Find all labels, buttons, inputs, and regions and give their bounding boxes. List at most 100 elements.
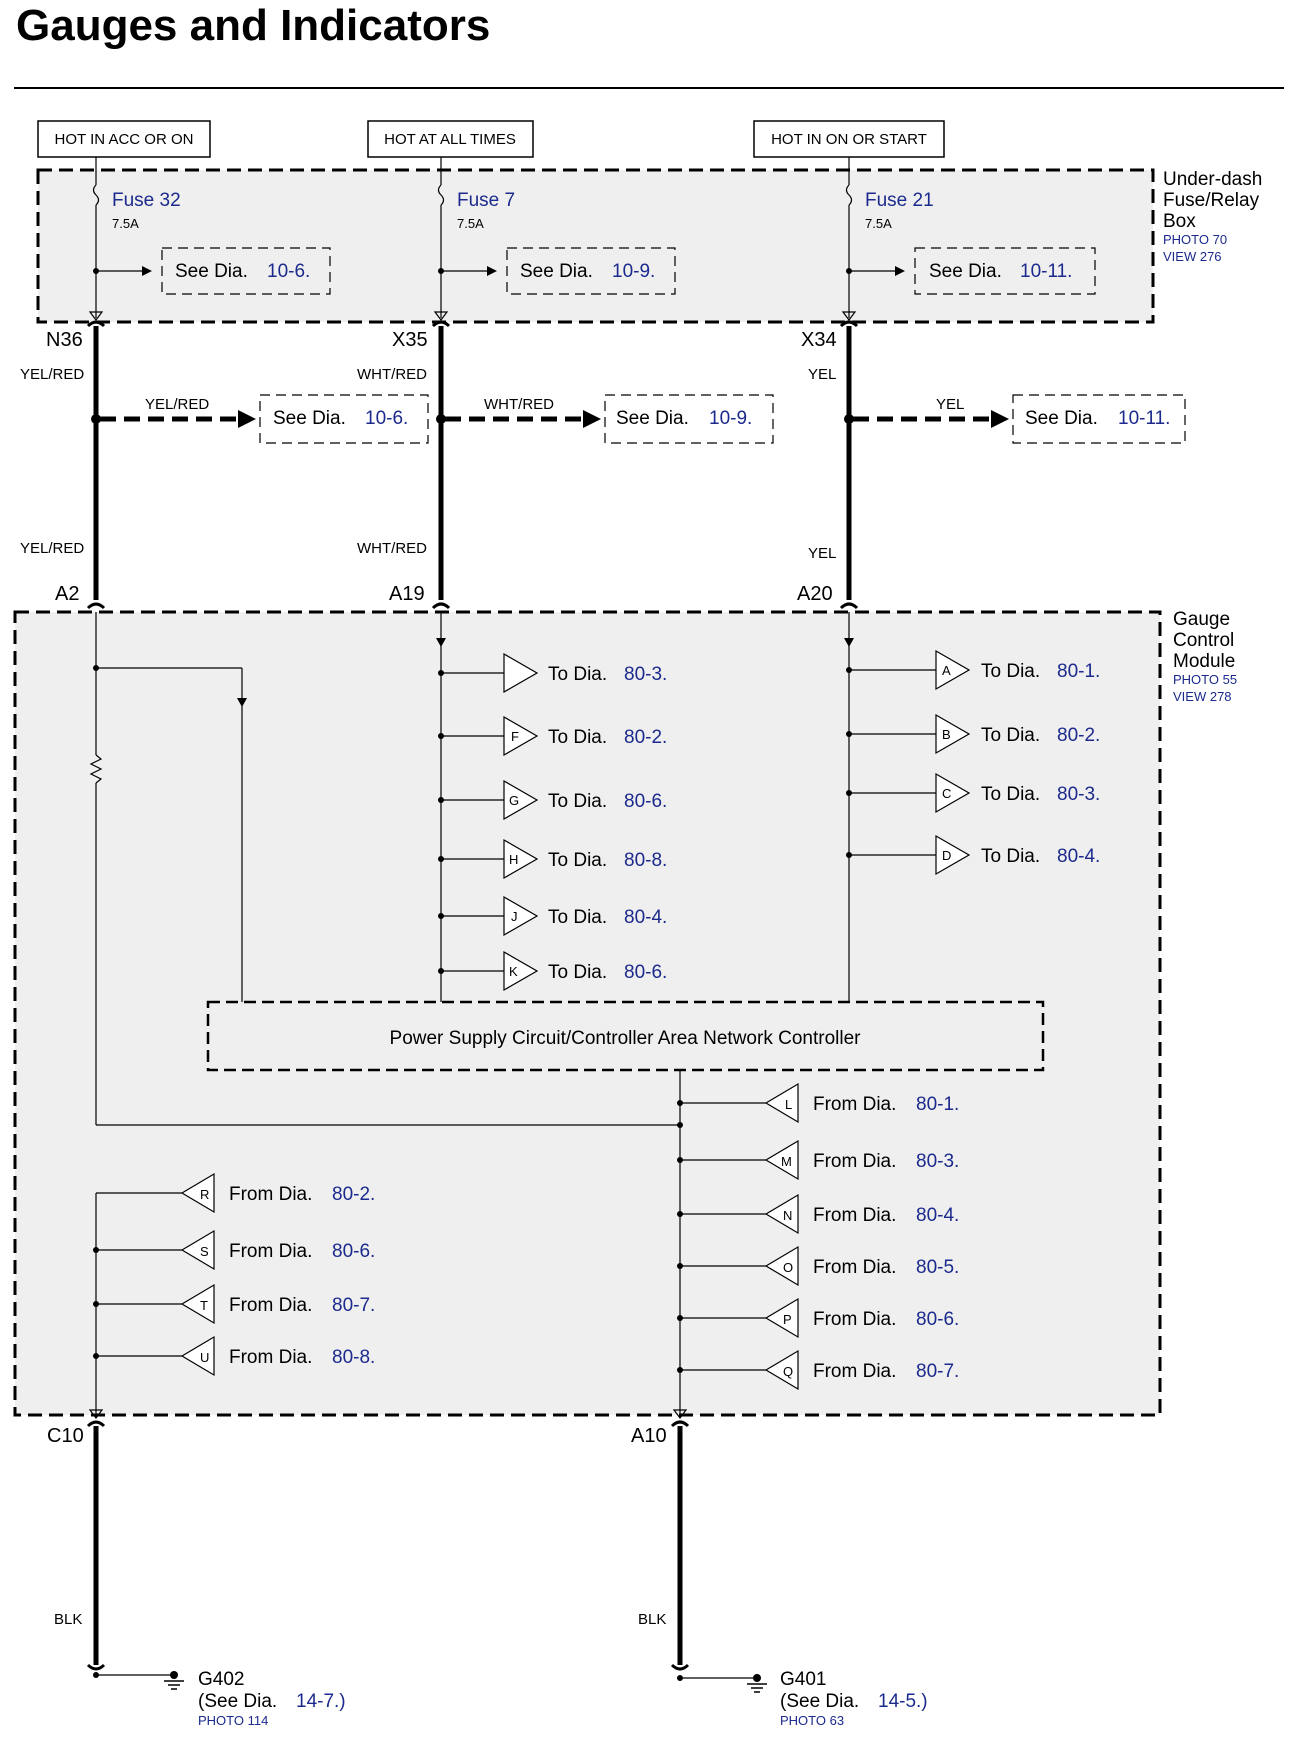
svg-text:D: D — [942, 848, 951, 863]
svg-text:R: R — [200, 1187, 209, 1202]
svg-text:Control: Control — [1173, 630, 1234, 651]
svg-text:80-8.: 80-8. — [332, 1347, 375, 1368]
svg-text:PHOTO 63: PHOTO 63 — [780, 1713, 844, 1728]
svg-text:Box: Box — [1163, 211, 1196, 232]
svg-text:H: H — [509, 852, 518, 867]
svg-text:O: O — [783, 1260, 793, 1275]
svg-text:From Dia.: From Dia. — [813, 1151, 896, 1172]
fuse-icon — [437, 184, 445, 206]
power-source-all-times: HOT AT ALL TIMES — [367, 120, 534, 158]
wire-1: YEL/RED YEL/RED See Dia. 10-6. YEL/RED A… — [20, 320, 429, 610]
svg-text:To Dia.: To Dia. — [548, 907, 607, 928]
svg-text:YEL/RED: YEL/RED — [145, 396, 209, 413]
power-source-acc-on: HOT IN ACC OR ON — [37, 120, 211, 158]
input-right-p: P From Dia. 80-6. — [677, 1297, 959, 1339]
svg-text:F: F — [511, 729, 519, 744]
svg-text:To Dia.: To Dia. — [981, 661, 1040, 682]
svg-text:Fuse 21: Fuse 21 — [865, 190, 934, 211]
page-title: Gauges and Indicators — [16, 1, 490, 50]
svg-text:A2: A2 — [55, 583, 79, 605]
svg-text:WHT/RED: WHT/RED — [484, 396, 554, 413]
svg-text:See Dia.: See Dia. — [616, 408, 689, 429]
svg-text:7.5A: 7.5A — [865, 216, 892, 231]
svg-text:7.5A: 7.5A — [112, 216, 139, 231]
svg-text:80-2.: 80-2. — [332, 1184, 375, 1205]
svg-text:From Dia.: From Dia. — [229, 1347, 312, 1368]
svg-text:See Dia.: See Dia. — [520, 261, 593, 282]
svg-text:To Dia.: To Dia. — [548, 664, 607, 685]
input-right-o: O From Dia. 80-5. — [677, 1245, 959, 1287]
output-mid-j: J To Dia. 80-4. — [438, 895, 667, 937]
svg-text:C10: C10 — [47, 1425, 84, 1447]
ground-g401: A10 BLK G401 (See Dia. 14-5.) PHOTO 63 — [631, 1409, 928, 1728]
svg-text:80-7.: 80-7. — [916, 1361, 959, 1382]
svg-text:To Dia.: To Dia. — [981, 725, 1040, 746]
svg-text:See Dia.: See Dia. — [929, 261, 1002, 282]
svg-text:VIEW 276: VIEW 276 — [1163, 249, 1222, 264]
svg-text:P: P — [783, 1312, 792, 1327]
svg-text:80-6.: 80-6. — [624, 791, 667, 812]
svg-text:10-11.: 10-11. — [1020, 261, 1072, 282]
connector-n36: N36 — [46, 329, 83, 351]
output-right-a: A To Dia. 80-1. — [846, 649, 1100, 691]
junction-dot — [677, 1122, 683, 1128]
svg-text:To Dia.: To Dia. — [548, 791, 607, 812]
svg-text:80-7.: 80-7. — [332, 1295, 375, 1316]
svg-text:80-4.: 80-4. — [916, 1205, 959, 1226]
svg-text:10-6.: 10-6. — [365, 408, 408, 429]
svg-text:80-6.: 80-6. — [332, 1241, 375, 1262]
svg-text:U: U — [200, 1350, 209, 1365]
svg-text:From Dia.: From Dia. — [229, 1295, 312, 1316]
input-right-n: N From Dia. 80-4. — [677, 1193, 959, 1235]
svg-text:WHT/RED: WHT/RED — [357, 366, 427, 383]
svg-text:G: G — [509, 793, 519, 808]
svg-text:YEL: YEL — [808, 366, 836, 383]
svg-text:14-5.): 14-5.) — [878, 1691, 928, 1712]
svg-text:To Dia.: To Dia. — [548, 850, 607, 871]
fuse-column-1: Fuse 32 7.5A See Dia. 10-6. — [88, 157, 331, 321]
svg-text:YEL/RED: YEL/RED — [20, 540, 84, 557]
fuse-column-2: Fuse 7 7.5A See Dia. 10-9. — [433, 157, 676, 321]
svg-text:80-3.: 80-3. — [916, 1151, 959, 1172]
svg-text:See Dia.: See Dia. — [1025, 408, 1098, 429]
svg-text:From Dia.: From Dia. — [229, 1184, 312, 1205]
svg-text:80-2.: 80-2. — [1057, 725, 1100, 746]
svg-text:A: A — [942, 663, 951, 678]
svg-text:To Dia.: To Dia. — [548, 727, 607, 748]
svg-text:YEL: YEL — [808, 545, 836, 562]
output-right-b: B To Dia. 80-2. — [846, 713, 1100, 755]
outputs-right: A To Dia. 80-1. B To Dia. 80-2. C To Dia… — [846, 649, 1100, 876]
ground-icon — [747, 1674, 767, 1693]
svg-text:S: S — [200, 1244, 209, 1259]
output-mid-f: F To Dia. 80-2. — [438, 715, 667, 757]
svg-text:From Dia.: From Dia. — [813, 1309, 896, 1330]
input-left-s: S From Dia. 80-6. — [93, 1229, 375, 1271]
wire-3: YEL YEL See Dia. 10-11. YEL A20 — [797, 320, 1186, 610]
svg-text:Module: Module — [1173, 651, 1235, 672]
svg-text:To Dia.: To Dia. — [548, 962, 607, 983]
power-source-on-start: HOT IN ON OR START — [753, 120, 945, 158]
wire-2: WHT/RED WHT/RED See Dia. 10-9. WHT/RED A… — [357, 320, 774, 610]
ground-g402: C10 BLK G402 (See Dia. 14-7.) PHOTO 114 — [47, 1409, 346, 1728]
svg-text:Fuse 32: Fuse 32 — [112, 190, 181, 211]
svg-text:G401: G401 — [780, 1669, 826, 1690]
svg-text:A10: A10 — [631, 1425, 667, 1447]
svg-text:HOT AT ALL TIMES: HOT AT ALL TIMES — [384, 131, 516, 148]
svg-text:14-7.): 14-7.) — [296, 1691, 346, 1712]
output-mid-g: G To Dia. 80-6. — [438, 779, 667, 821]
svg-text:K: K — [509, 964, 518, 979]
svg-text:80-5.: 80-5. — [916, 1257, 959, 1278]
svg-text:80-4.: 80-4. — [1057, 846, 1100, 867]
outputs-mid: To Dia. 80-3. F To Dia. 80-2. G To Dia. … — [438, 652, 667, 992]
svg-text:Fuse 7: Fuse 7 — [457, 190, 515, 211]
svg-text:Fuse/Relay: Fuse/Relay — [1163, 190, 1260, 211]
inputs-left: R From Dia. 80-2. S From Dia. 80-6. T Fr… — [93, 1172, 375, 1377]
svg-text:T: T — [200, 1298, 208, 1313]
svg-text:WHT/RED: WHT/RED — [357, 540, 427, 557]
svg-text:C: C — [942, 786, 951, 801]
svg-text:A20: A20 — [797, 583, 833, 605]
svg-text:Q: Q — [783, 1364, 793, 1379]
svg-text:B: B — [942, 727, 951, 742]
ground-icon — [164, 1671, 184, 1690]
svg-text:YEL/RED: YEL/RED — [20, 366, 84, 383]
